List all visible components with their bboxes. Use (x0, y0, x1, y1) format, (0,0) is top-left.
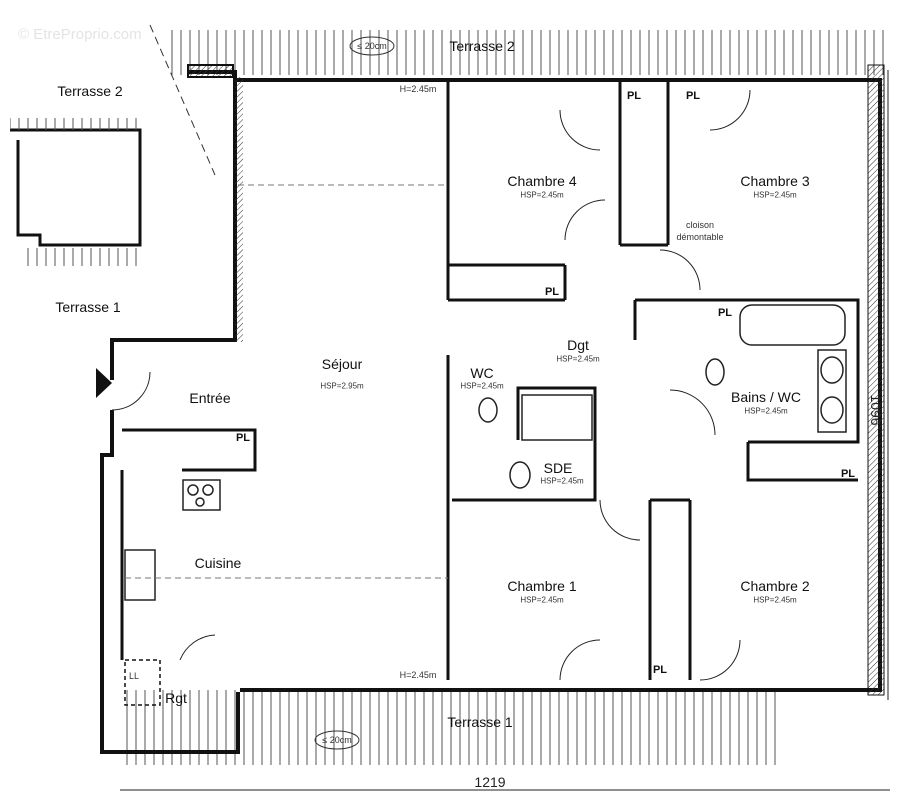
pl-label: PL (544, 286, 560, 298)
terrace-2-label: Terrasse 2 (449, 38, 515, 54)
dimension-lines (120, 70, 890, 791)
watermark: © EtreProprio.com (18, 26, 142, 43)
room-sejour: Séjour (321, 356, 363, 372)
key-plan-terrace-1: Terrasse 1 (55, 299, 121, 315)
pl-label: PL (652, 664, 668, 676)
height-bottom: H=2.45m (399, 670, 437, 680)
room-entree: Entrée (189, 390, 231, 406)
fixtures (124, 304, 847, 601)
terrace-1-label: Terrasse 1 (447, 714, 513, 730)
room-chambre-2: Chambre 2 (740, 578, 810, 594)
pl-label: PL (685, 90, 701, 102)
room-dgt: Dgt (567, 337, 589, 353)
room-wc: WC (470, 365, 494, 381)
hsp-sde: HSP=2.45m (540, 476, 584, 486)
key-plan-terrace-2: Terrasse 2 (57, 83, 123, 99)
pl-label: PL (626, 90, 642, 102)
hsp-chambre-3: HSP=2.45m (753, 190, 797, 200)
pl-label: PL (717, 307, 733, 319)
room-chambre-4: Chambre 4 (507, 173, 577, 189)
room-bains-wc: Bains / WC (730, 389, 802, 405)
dashed-boundary (149, 24, 216, 176)
key-plan (10, 128, 142, 247)
cloison-label: cloison (685, 220, 715, 230)
width-dimension: 1219 (474, 774, 506, 790)
room-rgt: Rgt (165, 690, 187, 706)
height-top: H=2.45m (399, 84, 437, 94)
hsp-wc: HSP=2.45m (460, 381, 504, 391)
height-dimension: 1096 (868, 394, 884, 426)
pl-label: PL (840, 468, 856, 480)
hsp-chambre-4: HSP=2.45m (520, 190, 564, 200)
door-swings (111, 89, 751, 681)
terrace-2-area (170, 30, 885, 75)
hsp-chambre-2: HSP=2.45m (753, 595, 797, 605)
room-chambre-1: Chambre 1 (507, 578, 577, 594)
dashed-lines (125, 184, 448, 579)
hsp-dgt: HSP=2.45m (556, 354, 600, 364)
room-chambre-3: Chambre 3 (740, 173, 810, 189)
room-cuisine: Cuisine (194, 555, 242, 571)
hsp-bains: HSP=2.45m (744, 406, 788, 416)
pl-label: PL (235, 432, 251, 444)
terrace-1-note: ≤ 20cm (322, 735, 352, 745)
hsp-chambre-1: HSP=2.45m (520, 595, 564, 605)
inner-walls (120, 80, 860, 706)
terrace-2-note: ≤ 20cm (357, 41, 387, 51)
ll-label: LL (128, 671, 140, 681)
entrance-arrow-icon (96, 368, 112, 398)
room-sde: SDE (543, 460, 573, 476)
hsp-sejour: HSP=2.95m (320, 381, 364, 391)
cloison-label-2: démontable (676, 232, 724, 242)
